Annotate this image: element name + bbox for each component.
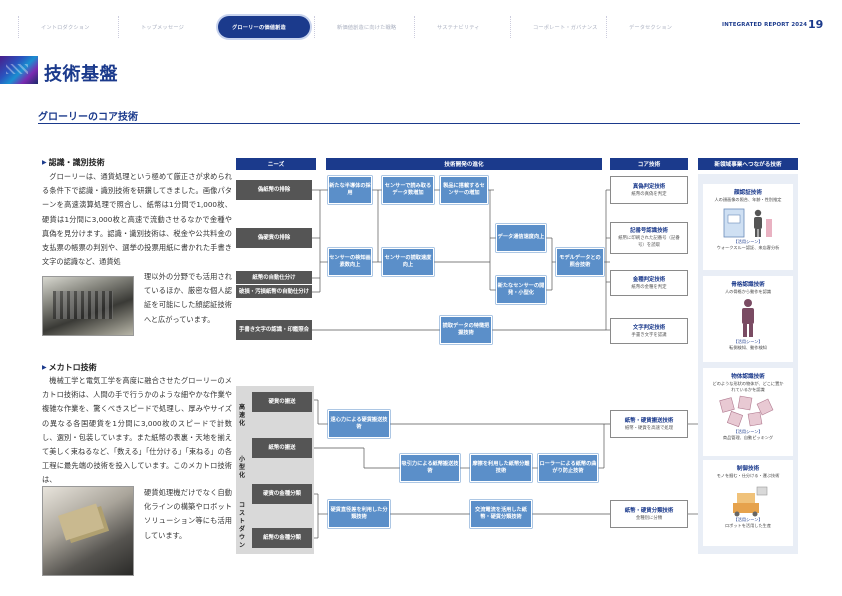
tech-roller-bend-prevent: ローラーによる紙幣の曲がり防止技術 bbox=[538, 454, 598, 482]
report-title: INTEGRATED REPORT 2024 bbox=[722, 22, 808, 28]
core-name: 金種判定技術 bbox=[632, 276, 666, 283]
need-auto-sort-notes: 紙幣の自動仕分け bbox=[236, 271, 312, 284]
tech-sensor-read-speed: センサーの読取速度向上 bbox=[382, 248, 434, 276]
label-cost-down: コストダウン bbox=[238, 502, 245, 549]
tab-strategy[interactable]: 新価値創造に向けた戦略 bbox=[314, 16, 410, 38]
core-desc: 紙幣・硬貨を高速で処理 bbox=[624, 425, 674, 431]
card-desc: どのような形状の物体が、どこに置かれているかを認識 bbox=[712, 381, 784, 392]
decorative-graphic bbox=[0, 56, 38, 84]
card-scene: ロボットを活用した生産 bbox=[724, 523, 772, 528]
photo-recognition-device bbox=[42, 276, 134, 336]
card-scene: 転倒検知、動作検知 bbox=[729, 345, 767, 350]
core-transport: 紙幣・硬貨搬送技術 紙幣・硬貨を高速で処理 bbox=[610, 410, 688, 438]
top-navigation: イントロダクション トップメッセージ グローリーの価値創造 新価値創造に向けた戦… bbox=[18, 16, 690, 38]
core-desc: 手書き文字を認識 bbox=[631, 332, 667, 338]
card-face-recognition: 顔認証技術 人の顔画像の照合、年齢・性別推定 【活用シーン】 ウォークスルー認証… bbox=[703, 184, 793, 270]
paragraph-mechatronics: 機械工学と電気工学を高度に融合させたグローリーのメカトロ技術は、人間の手で行うか… bbox=[42, 376, 232, 485]
section-heading: グローリーのコア技術 bbox=[38, 112, 138, 123]
label-miniaturize: 小型化 bbox=[238, 456, 245, 479]
core-name: 文字判定技術 bbox=[632, 324, 666, 331]
card-control-technology: 制御技術 モノを掴む・仕分ける・運ぶ技術 【活用シーン】 ロボットを活用した生産 bbox=[703, 460, 793, 546]
tech-ac-current-sort: 交流電流を活用した紙幣・硬貨分類技術 bbox=[470, 500, 532, 528]
card-scene-heading: 【活用シーン】 bbox=[733, 517, 763, 522]
core-classification: 紙幣・硬貨分類技術 金種別に分類 bbox=[610, 500, 688, 528]
photo-coin-handling bbox=[42, 486, 134, 576]
card-scene: 商品管理、自動ピッキング bbox=[722, 435, 774, 440]
card-object-recognition: 物体認識技術 どのような形状の物体が、どこに置かれているかを認識 【活用シーン】… bbox=[703, 368, 793, 456]
need-counterfeit-coins: 偽硬貨の排除 bbox=[236, 228, 312, 248]
need-coin-denomination: 硬貨の金種分類 bbox=[252, 484, 312, 504]
heading-recognition: 認識・識別技術 bbox=[42, 157, 105, 168]
tech-model-matching: モデルデータとの照合技術 bbox=[556, 248, 604, 276]
tech-feature-extraction: 読取データの特徴把握技術 bbox=[440, 316, 492, 344]
core-serial-number: 記番号認識技術 紙幣に印刷された記番号（記番号）を読取 bbox=[610, 222, 688, 254]
core-authenticity: 真偽判定技術 紙幣の真偽を判定 bbox=[610, 176, 688, 204]
tab-governance[interactable]: コーポレート・ガバナンス bbox=[510, 16, 610, 38]
card-desc: モノを掴む・仕分ける・運ぶ技術 bbox=[716, 473, 780, 478]
core-desc: 紙幣の真偽を判定 bbox=[631, 191, 667, 197]
tech-centrifugal-coin: 遠心力による硬貨搬送技術 bbox=[328, 410, 390, 438]
tech-more-sensors: 製品に搭載するセンサーの増加 bbox=[440, 176, 488, 204]
card-scene-heading: 【活用シーン】 bbox=[733, 239, 763, 244]
card-title: 顔認証技術 bbox=[734, 190, 762, 196]
core-name: 記番号認識技術 bbox=[630, 228, 668, 234]
need-sort-damaged-notes: 破損・汚損紙幣の自動仕分け bbox=[236, 285, 312, 298]
core-name: 紙幣・硬貨分類技術 bbox=[624, 507, 674, 514]
core-name: 真偽判定技術 bbox=[632, 183, 666, 190]
tech-friction-separation: 摩擦を利用した紙幣分離技術 bbox=[470, 454, 532, 482]
label-speed-up: 高速化 bbox=[238, 404, 245, 427]
paragraph-recognition: グローリーは、通貨処理という極めて厳正さが求められる条件下で認識・識別技術を研鑽… bbox=[42, 172, 232, 267]
need-note-denomination: 紙幣の金種分類 bbox=[252, 528, 312, 548]
page-title: 技術基盤 bbox=[44, 64, 118, 85]
card-desc: 人の顔画像の照合、年齢・性別推定 bbox=[714, 197, 782, 202]
robot-illustration bbox=[733, 486, 768, 517]
card-title: 制御技術 bbox=[736, 466, 760, 472]
tech-coin-diameter-sort: 硬貨直径差を利用した分類技術 bbox=[328, 500, 390, 528]
card-title: 物体認識技術 bbox=[731, 374, 765, 380]
tech-new-sensor-dev: 新たなセンサーの開発・小型化 bbox=[496, 276, 546, 304]
paragraph-mechatronics-cont: 硬貨処理機だけでなく自動化ラインの構築やロボットソリューション等にも活用していま… bbox=[144, 488, 232, 540]
card-scene: ウォークスルー認証、来店客分析 bbox=[716, 245, 780, 250]
tech-sensor-pixels: センサーの検知画素数向上 bbox=[328, 248, 372, 276]
objects-illustration bbox=[719, 395, 774, 428]
core-denomination: 金種判定技術 紙幣の金種を判定 bbox=[610, 270, 688, 296]
core-name: 紙幣・硬貨搬送技術 bbox=[624, 417, 674, 424]
need-note-transport: 紙幣の搬送 bbox=[252, 438, 312, 458]
face-gate-illustration bbox=[723, 208, 772, 238]
header-evolution: 技術開発の進化 bbox=[326, 158, 602, 170]
tab-value-creation[interactable]: グローリーの価値創造 bbox=[218, 16, 310, 38]
card-scene-heading: 【活用シーン】 bbox=[733, 429, 763, 434]
section-rule bbox=[38, 110, 800, 124]
header-new-domain: 新領域事業へつながる技術 bbox=[698, 158, 798, 170]
card-desc: 人の骨格から動作を認識 bbox=[724, 289, 772, 294]
card-title: 骨格認識技術 bbox=[731, 282, 765, 288]
tab-sustainability[interactable]: サステナビリティ bbox=[414, 16, 510, 38]
core-character: 文字判定技術 手書き文字を認識 bbox=[610, 318, 688, 344]
need-coin-transport: 硬貨の搬送 bbox=[252, 392, 312, 412]
tab-data-section[interactable]: データセクション bbox=[606, 16, 690, 38]
header-needs: ニーズ bbox=[236, 158, 316, 170]
tab-top-message[interactable]: トップメッセージ bbox=[118, 16, 214, 38]
tab-introduction[interactable]: イントロダクション bbox=[18, 16, 116, 38]
tech-suction-note: 吸引力による紙幣搬送技術 bbox=[400, 454, 460, 482]
card-scene-heading: 【活用シーン】 bbox=[733, 339, 763, 344]
need-handwriting-seal: 手書き文字の認識・印鑑照合 bbox=[236, 320, 312, 340]
need-counterfeit-notes: 偽紙幣の排除 bbox=[236, 180, 312, 200]
tech-new-semiconductor: 新たな半導体の採用 bbox=[328, 176, 372, 204]
needs-bottom-panel bbox=[236, 386, 314, 554]
person-illustration bbox=[742, 299, 754, 337]
tech-more-sensor-data: センサーで読み取るデータ数増加 bbox=[382, 176, 434, 204]
page-number: 19 bbox=[808, 18, 824, 31]
paragraph-recognition-cont: 理以外の分野でも活用されているほか、厳密な個人認証を可能にした顔認証技術へと広が… bbox=[144, 272, 232, 324]
core-desc: 紙幣の金種を判定 bbox=[631, 284, 667, 290]
heading-mechatronics: メカトロ技術 bbox=[42, 362, 97, 373]
core-desc: 金種別に分類 bbox=[635, 515, 663, 521]
header-core: コア技術 bbox=[610, 158, 688, 170]
tech-data-comm-speed: データ通信速度向上 bbox=[496, 224, 546, 252]
card-skeleton-recognition: 骨格認識技術 人の骨格から動作を認識 【活用シーン】 転倒検知、動作検知 bbox=[703, 276, 793, 362]
core-desc: 紙幣に印刷された記番号（記番号）を読取 bbox=[618, 236, 680, 248]
